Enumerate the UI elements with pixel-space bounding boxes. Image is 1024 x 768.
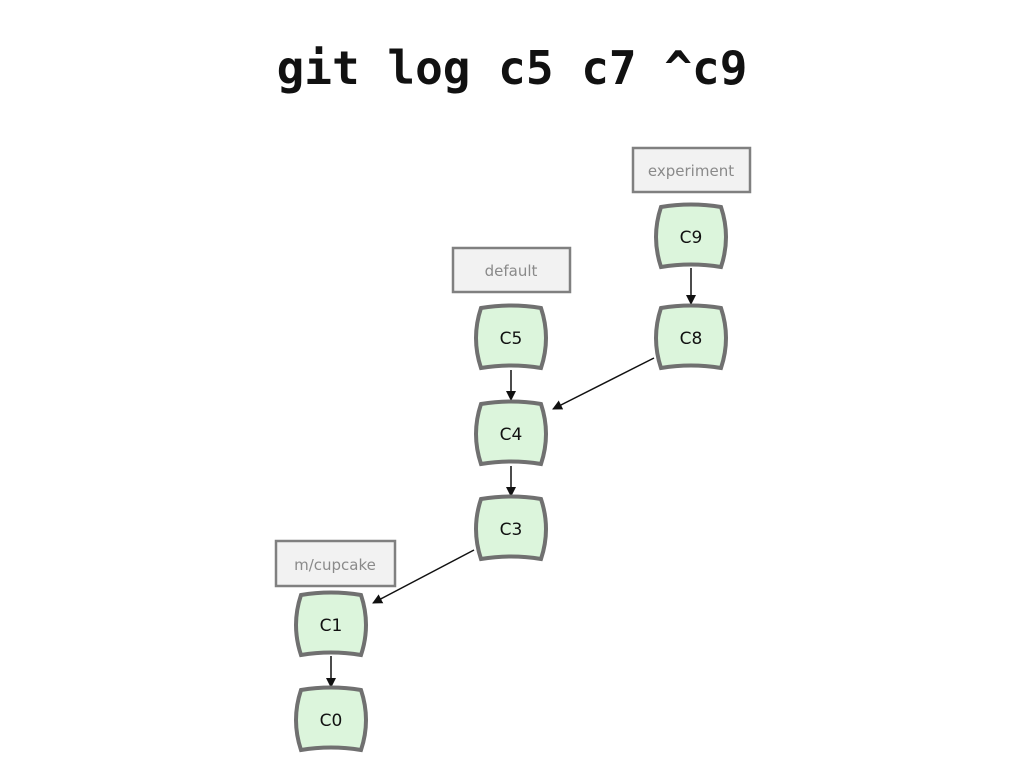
ref-experiment: experiment [631,146,752,194]
commit-c9: C9 [654,202,728,270]
commit-label: C0 [320,711,343,731]
edge-c8-c4 [552,357,655,410]
slide-title: git log c5 c7 ^c9 [276,41,748,95]
commit-c3: C3 [474,494,548,562]
commit-label: C4 [500,425,523,445]
commit-label: C8 [680,329,703,349]
ref-default: default [451,246,572,294]
commit-label: C9 [680,228,703,248]
commit-c1: C1 [294,590,368,658]
commit-c8: C8 [654,303,728,371]
edges [326,268,696,688]
commit-c0: C0 [294,685,368,753]
edge-c3-c1 [372,549,475,604]
commit-c5: C5 [474,303,548,371]
ref-cupcake: m/cupcake [274,539,397,588]
ref-label: experiment [648,162,734,180]
ref-label: m/cupcake [294,556,376,574]
commit-label: C5 [500,329,523,349]
commit-c4: C4 [474,399,548,467]
ref-label: default [485,262,538,280]
commit-label: C3 [500,520,523,540]
commit-label: C1 [320,616,343,636]
